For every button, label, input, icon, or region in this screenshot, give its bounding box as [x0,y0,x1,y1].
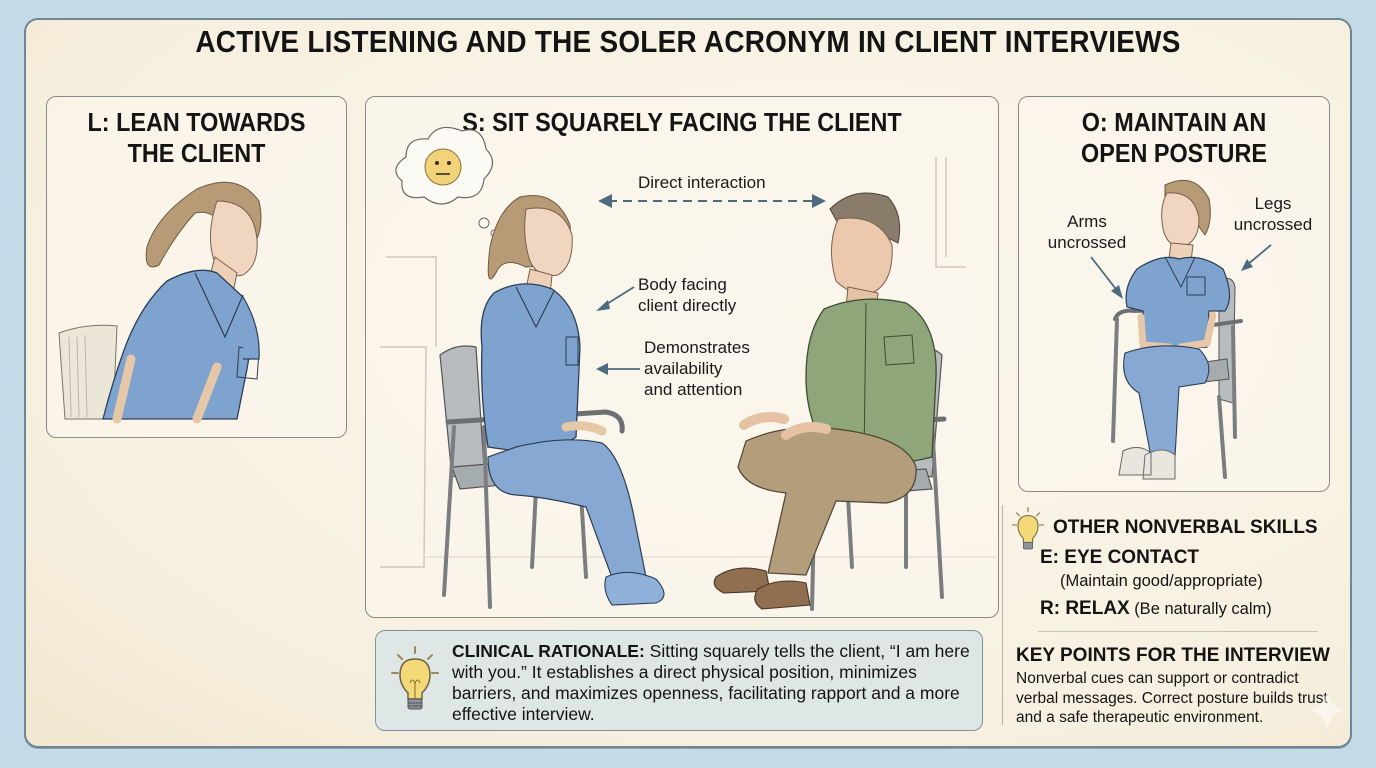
label-legs-uncrossed: Legs uncrossed [1233,194,1313,234]
section-divider [1002,505,1003,725]
other-skills-heading: OTHER NONVERBAL SKILLS [1053,517,1318,538]
label-arms-uncrossed: Arms uncrossed [1047,212,1127,252]
sparkle-icon [1310,690,1344,730]
key-points-body: Nonverbal cues can support or contradict… [1016,670,1328,726]
panel-lean-title: L: LEAN TOWARDS THE CLIENT [87,107,306,168]
thought-bubble [395,126,498,237]
key-points-heading: KEY POINTS FOR THE INTERVIEW [1016,645,1330,666]
lightbulb-icon [1012,507,1045,550]
page-title: ACTIVE LISTENING AND THE SOLER ACRONYM I… [195,24,1181,59]
clinical-rationale-box: CLINICAL RATIONALE: Sitting squarely tel… [375,630,983,731]
skill-eye-contact: E: EYE CONTACT [1040,547,1200,568]
sit-squarely-illustration [380,126,996,611]
panel-lean: L: LEAN TOWARDS THE CLIENT [46,96,347,438]
rationale-text: CLINICAL RATIONALE: Sitting squarely tel… [452,641,970,724]
skills-separator [1038,631,1318,632]
nurse-seated-figure [480,195,665,606]
lightbulb-icon [391,646,439,710]
panel-square-title: S: SIT SQUARELY FACING THE CLIENT [462,107,902,137]
label-body-facing: Body facing client directly [638,275,737,315]
panel-sit-squarely: S: SIT SQUARELY FACING THE CLIENT [365,96,999,618]
label-demonstrates: Demonstrates availability and attention [644,338,750,399]
client-seated-figure [713,192,937,610]
open-posture-illustration [1090,179,1272,480]
skill-relax: R: RELAX (Be naturally calm) [1040,598,1272,619]
skill-eye-contact-note: (Maintain good/appropriate) [1060,572,1263,590]
panel-open-title: O: MAINTAIN AN OPEN POSTURE [1081,107,1267,168]
panel-open-posture: O: MAINTAIN AN OPEN POSTURE Arms uncross… [1018,96,1330,492]
direct-interaction-arrow [598,194,826,208]
nurse-leaning-illustration [58,181,262,424]
label-direct-interaction: Direct interaction [638,173,766,192]
